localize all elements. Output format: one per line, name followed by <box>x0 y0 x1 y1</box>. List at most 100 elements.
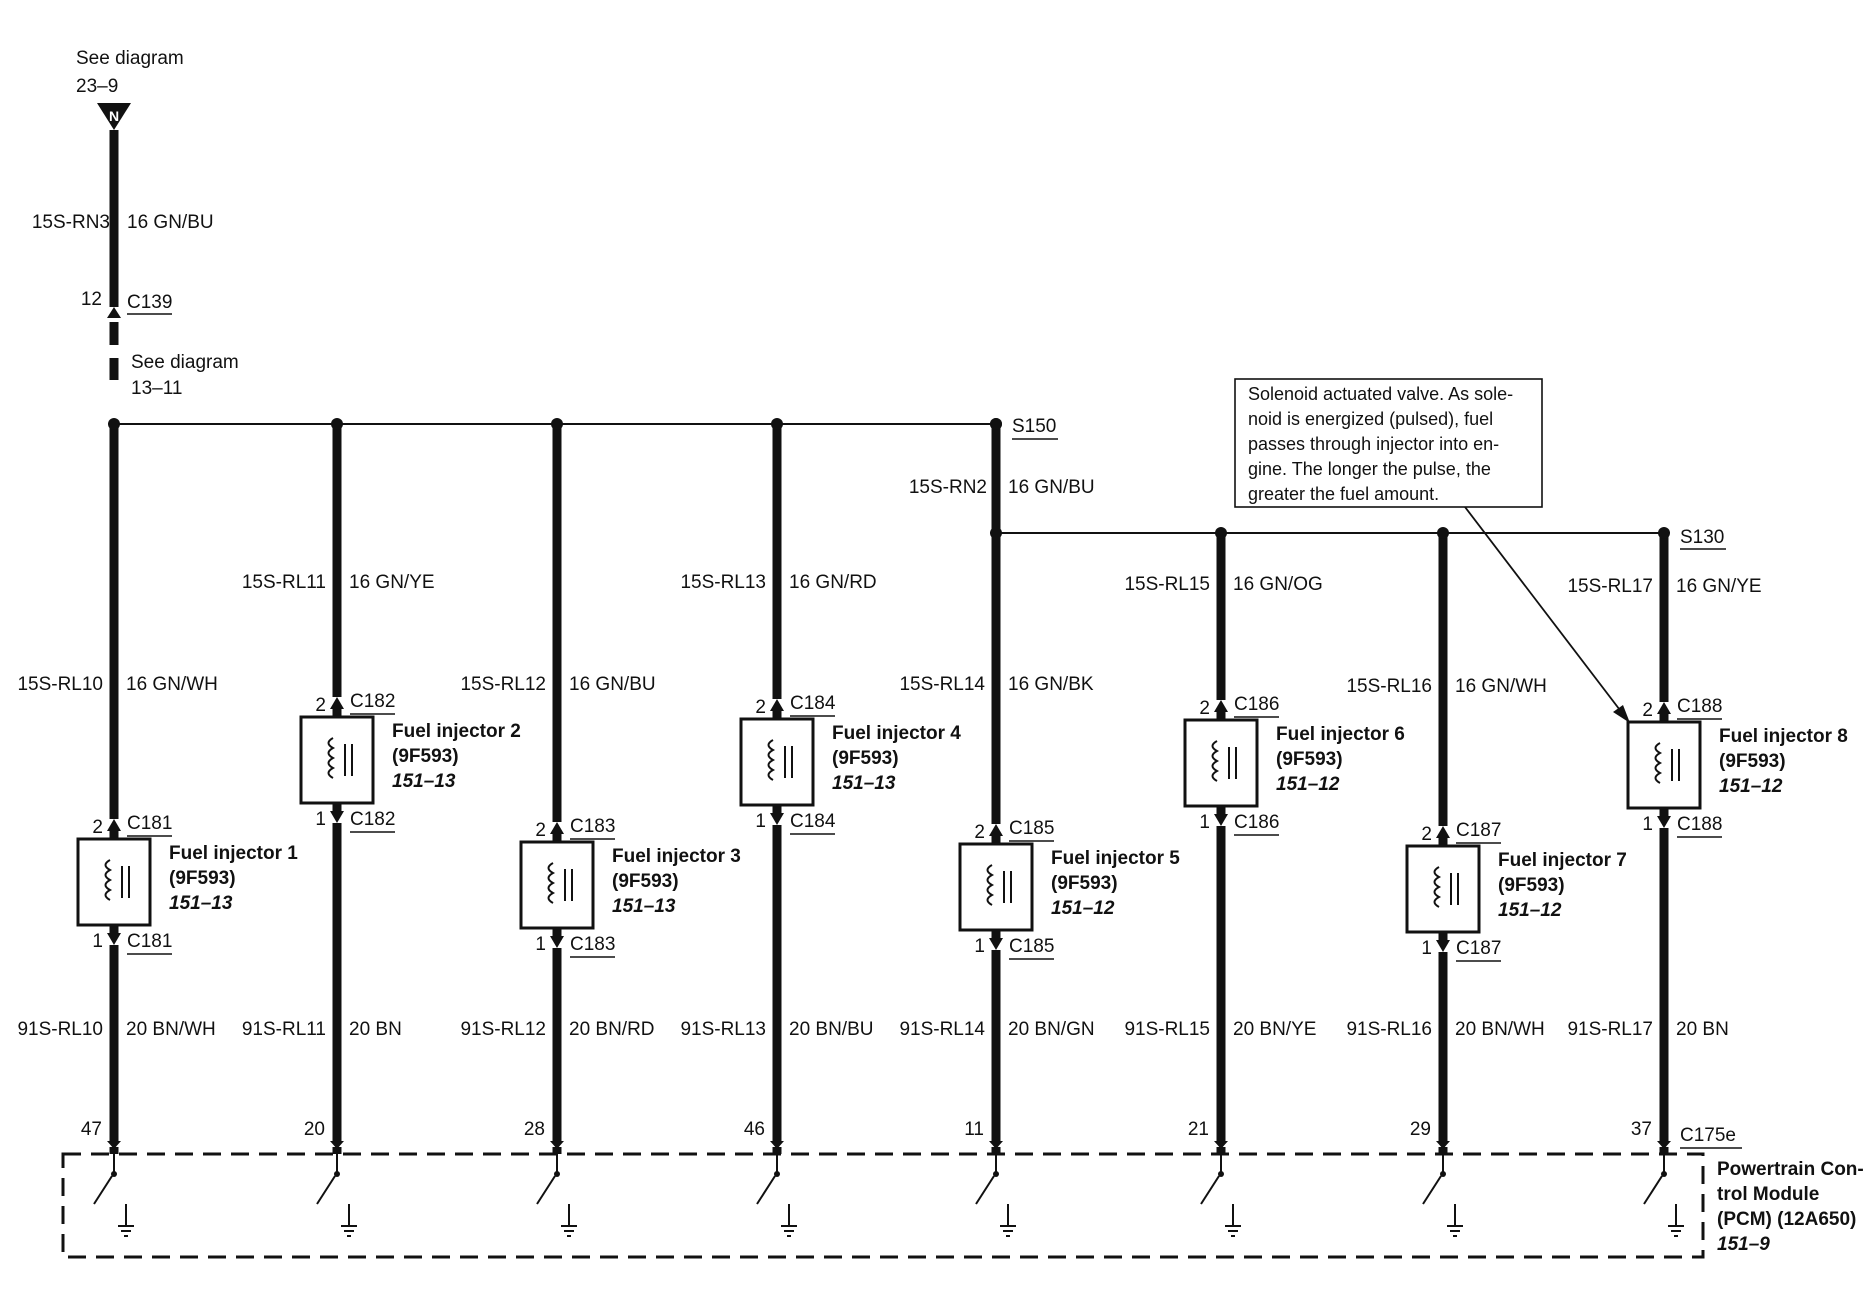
injector-3-switch-contact <box>554 1171 560 1177</box>
injector-5-name: Fuel injector 5 <box>1051 848 1180 869</box>
injector-7-pin-out: 1 <box>1421 938 1432 959</box>
injector-8-connector-top: C188 <box>1677 696 1722 717</box>
injector-8-ctrl-wire-color: 20 BN <box>1676 1019 1729 1040</box>
injector-6-pin-out: 1 <box>1199 812 1210 833</box>
injector-1-connector-top: C181 <box>127 813 172 834</box>
injector-8-name: Fuel injector 8 <box>1719 726 1848 747</box>
injector-5-ctrl-wire-color: 20 BN/GN <box>1008 1019 1095 1040</box>
injector-2-name: Fuel injector 2 <box>392 721 521 742</box>
injector-6-part: (9F593) <box>1276 749 1343 770</box>
injector-1-pcm-pin-arrow <box>107 1141 121 1149</box>
injector-7-pin-in: 2 <box>1421 824 1432 845</box>
injector-6-name: Fuel injector 6 <box>1276 724 1405 745</box>
injector-3-pcm-pin: 28 <box>524 1119 545 1140</box>
callout-line-5: greater the fuel amount. <box>1248 484 1439 504</box>
injector-4-ctrl-wire-color: 20 BN/BU <box>789 1019 873 1040</box>
s130-label: S130 <box>1680 527 1724 548</box>
injector-5-pin-out-arrow <box>989 938 1003 950</box>
injector-7-name: Fuel injector 7 <box>1498 850 1627 871</box>
injector-2-switch-contact <box>334 1171 340 1177</box>
top-ref-label: See diagram <box>76 48 184 69</box>
injector-7-ctrl-wire-color: 20 BN/WH <box>1455 1019 1545 1040</box>
injector-7-pin-out-arrow <box>1436 940 1450 952</box>
injector-6-connector-top: C186 <box>1234 694 1279 715</box>
injector-8-switch-contact <box>1661 1171 1667 1177</box>
injector-8-part: (9F593) <box>1719 751 1786 772</box>
injector-1-body <box>76 837 152 927</box>
injector-2-part: (9F593) <box>392 746 459 767</box>
injector-8-pin-out-arrow <box>1657 816 1671 828</box>
injector-7-connector-top: C187 <box>1456 820 1501 841</box>
callout-arrowhead <box>1613 705 1630 723</box>
injector-3-pcm-pin-arrow <box>550 1141 564 1149</box>
injector-2-pin-out-arrow <box>330 811 344 823</box>
injector-3-pin-out: 1 <box>535 934 546 955</box>
injector-4-feed-wire-color: 16 GN/RD <box>789 572 877 593</box>
injector-3-ctrl-wire-color: 20 BN/RD <box>569 1019 655 1040</box>
s130-feed-wire-label: 16 GN/BU <box>1008 477 1095 498</box>
injector-2-ctrl-circuit: 91S-RL11 <box>242 1019 326 1040</box>
injector-1-pin-in: 2 <box>92 817 103 838</box>
injector-2-ref: 151–13 <box>392 771 456 792</box>
injector-4-ref: 151–13 <box>832 773 896 794</box>
injector-8-splice-dot <box>1658 527 1670 539</box>
injector-3-name: Fuel injector 3 <box>612 846 741 867</box>
injector-8-feed-circuit: 15S-RL17 <box>1567 576 1653 597</box>
injector-6-pin-in-arrow <box>1214 700 1228 712</box>
injector-8-pin-out: 1 <box>1642 814 1653 835</box>
injector-4-pin-in-arrow <box>770 699 784 711</box>
injector-4-ctrl-circuit: 91S-RL13 <box>680 1019 766 1040</box>
injector-7-ctrl-circuit: 91S-RL16 <box>1346 1019 1432 1040</box>
injector-5-switch-blade <box>975 1175 995 1205</box>
injector-1-coil-icon <box>104 859 113 901</box>
injector-3-connector-bottom: C183 <box>570 934 615 955</box>
injector-5-coil-icon <box>986 864 995 906</box>
injector-1-pcm-pin: 47 <box>81 1119 102 1140</box>
injector-6-switch-contact <box>1218 1171 1224 1177</box>
injector-1-ctrl-circuit: 91S-RL10 <box>17 1019 103 1040</box>
injector-2-coil-icon <box>327 737 336 779</box>
injector-2-ctrl-wire-color: 20 BN <box>349 1019 402 1040</box>
injector-7-part: (9F593) <box>1498 875 1565 896</box>
injector-5-part: (9F593) <box>1051 873 1118 894</box>
injector-4-connector-top: C184 <box>790 693 836 714</box>
injector-1-splice-dot <box>108 418 120 430</box>
injector-5-pin-in: 2 <box>974 822 985 843</box>
pcm-connector-label: C175e <box>1680 1125 1736 1146</box>
pcm-label-1: Powertrain Con- <box>1717 1159 1864 1180</box>
injector-8-coil-icon <box>1654 742 1663 784</box>
injector-7-pcm-pin-arrow <box>1436 1141 1450 1149</box>
injector-7-connector-bottom: C187 <box>1456 938 1501 959</box>
c139-pin: 12 <box>81 289 102 310</box>
injector-1-pin-out: 1 <box>92 931 103 952</box>
injector-8-ctrl-circuit: 91S-RL17 <box>1567 1019 1653 1040</box>
injector-2-connector-top: C182 <box>350 691 395 712</box>
callout-line-2: noid is energized (pulsed), fuel <box>1248 409 1493 429</box>
injector-3-part: (9F593) <box>612 871 679 892</box>
injector-6-feed-circuit: 15S-RL15 <box>1124 574 1210 595</box>
injector-8-switch-blade <box>1643 1175 1663 1205</box>
injector-6-pin-out-arrow <box>1214 814 1228 826</box>
injector-1-pin-out-arrow <box>107 933 121 945</box>
injector-4-connector-bottom: C184 <box>790 811 836 832</box>
injector-6-pin-in: 2 <box>1199 698 1210 719</box>
injector-5-body <box>958 842 1034 932</box>
injector-4-splice-dot <box>771 418 783 430</box>
injector-7-coil-icon <box>1433 866 1442 908</box>
injector-4-switch-contact <box>774 1171 780 1177</box>
injector-3-pin-in: 2 <box>535 820 546 841</box>
injector-3-ctrl-circuit: 91S-RL12 <box>460 1019 546 1040</box>
injector-2-pin-in: 2 <box>315 695 326 716</box>
injector-5-ref: 151–12 <box>1051 898 1115 919</box>
injector-8-connector-bottom: C188 <box>1677 814 1722 835</box>
injector-1-switch-blade <box>93 1175 113 1205</box>
injector-8-pcm-pin-arrow <box>1657 1141 1671 1149</box>
callout-line-3: passes through injector into en- <box>1248 434 1499 454</box>
injector-7-switch-contact <box>1440 1171 1446 1177</box>
s150-label: S150 <box>1012 416 1056 437</box>
c139-pin-arrow <box>107 307 121 318</box>
injector-6-coil-icon <box>1211 740 1220 782</box>
injector-5-feed-circuit: 15S-RL14 <box>899 674 985 695</box>
